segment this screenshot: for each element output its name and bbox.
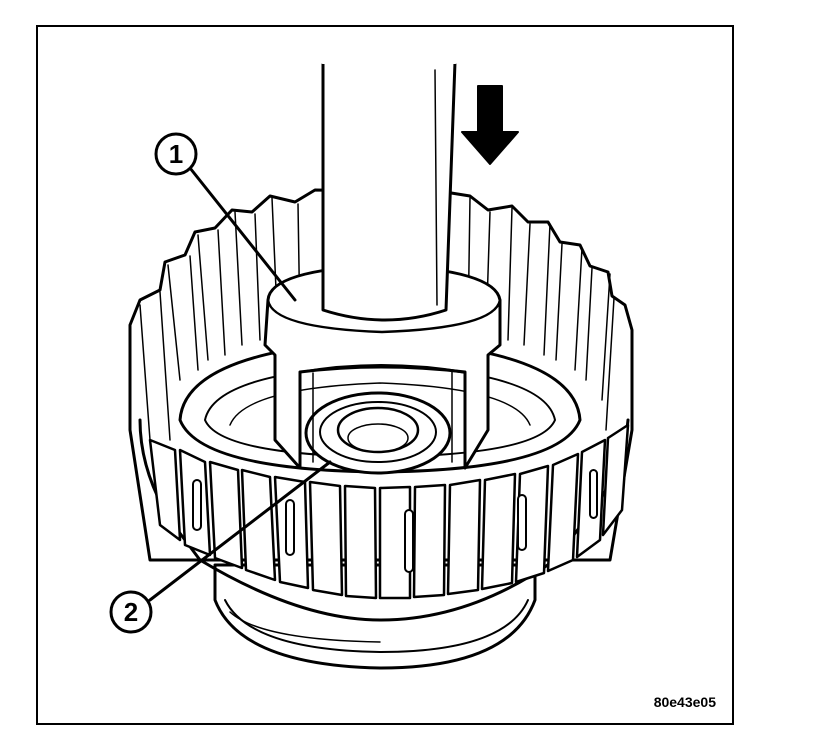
callout-1: 1 (154, 132, 198, 176)
front-splines (148, 423, 630, 600)
spline-slots (192, 469, 598, 573)
figure-id: 80e43e05 (654, 694, 717, 710)
seal-retainer (304, 391, 452, 475)
installer-tool (263, 60, 502, 470)
leader-lines (148, 166, 332, 602)
callout-1-label: 1 (169, 139, 183, 169)
arrow-down-icon (461, 85, 519, 165)
callout-2: 2 (109, 590, 153, 634)
callout-2-label: 2 (124, 597, 138, 627)
